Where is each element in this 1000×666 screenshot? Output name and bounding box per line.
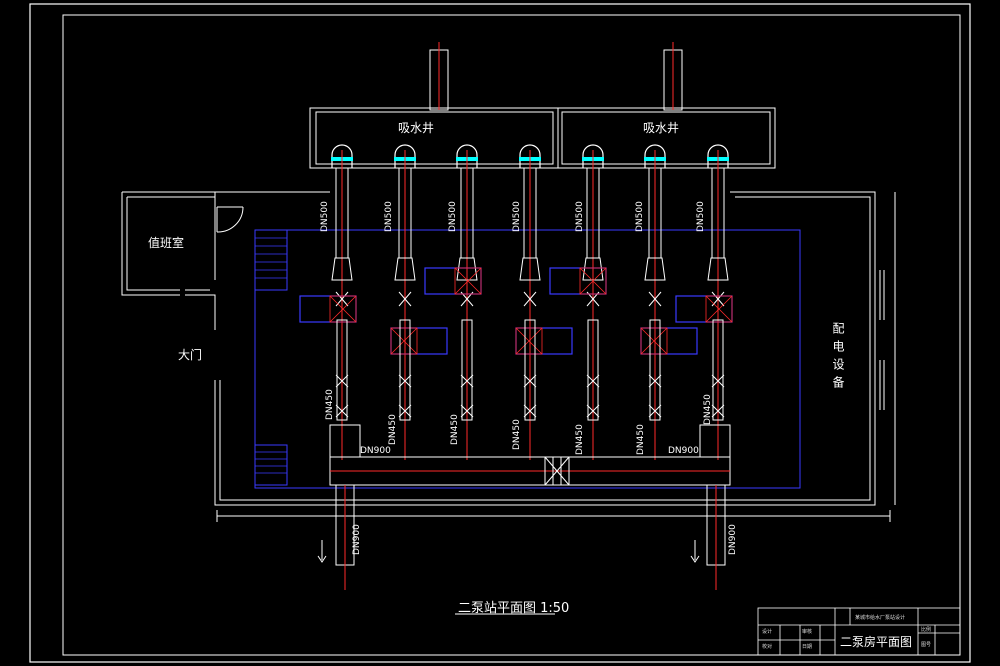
- title-block-row-label: 设计: [762, 629, 773, 635]
- inner-frame: [62, 14, 961, 656]
- title-block-col-label: 比例: [921, 627, 932, 633]
- discharge-header: [329, 424, 731, 486]
- suction-well-label-left: 吸水井: [398, 121, 435, 135]
- outlet-label-left: DN900: [352, 524, 362, 555]
- well-inlet-pipes: [429, 42, 683, 111]
- pump-branch: [675, 144, 733, 460]
- suction-label: DN500: [448, 201, 458, 232]
- suction-label: DN500: [635, 201, 645, 232]
- discharge-label: DN450: [388, 414, 398, 445]
- pump-branch: [549, 144, 607, 460]
- duty-room-label: 值班室: [148, 236, 185, 250]
- title-block-project: 某城市给水厂泵站设计: [855, 615, 906, 621]
- equipment-zone: [254, 229, 801, 489]
- discharge-label: DN450: [636, 424, 646, 455]
- header-label-left: DN900: [360, 446, 391, 456]
- title-block-row-label: 审核: [802, 629, 813, 635]
- title-block-drawing-name: 二泵房平面图: [840, 635, 913, 649]
- pump-branch: [640, 144, 698, 460]
- title-block-col-label: 图号: [921, 642, 932, 648]
- pump-branch: [299, 144, 357, 460]
- suction-label: DN500: [320, 201, 330, 232]
- building-walls: [121, 191, 896, 522]
- header-label-right: DN900: [668, 446, 699, 456]
- suction-label: DN500: [512, 201, 522, 232]
- discharge-label: DN450: [325, 389, 335, 420]
- pump-branch: [390, 144, 448, 460]
- pump-branch: [515, 144, 573, 460]
- pump-branch: [424, 144, 482, 460]
- discharge-label: DN450: [450, 414, 460, 445]
- discharge-label: DN450: [512, 419, 522, 450]
- outer-frame: [29, 3, 971, 663]
- discharge-label: DN450: [575, 424, 585, 455]
- drawing-title: 二泵站平面图 1:50: [458, 601, 570, 616]
- suction-label: DN500: [384, 201, 394, 232]
- suction-label: DN500: [575, 201, 585, 232]
- suction-wells: [309, 107, 776, 169]
- gate-label: 大门: [178, 348, 203, 362]
- pump-units: [299, 144, 733, 460]
- title-block: [757, 607, 961, 656]
- electrical-equipment-label: 配电设备: [831, 322, 845, 394]
- title-block-row-label: 校对: [762, 644, 773, 650]
- discharge-label: DN450: [703, 394, 713, 425]
- outlet-label-right: DN900: [728, 524, 738, 555]
- suction-label: DN500: [696, 201, 706, 232]
- suction-well-label-right: 吸水井: [643, 121, 680, 135]
- outlet-pipes: [317, 484, 726, 590]
- title-block-row-label: 日期: [802, 644, 813, 650]
